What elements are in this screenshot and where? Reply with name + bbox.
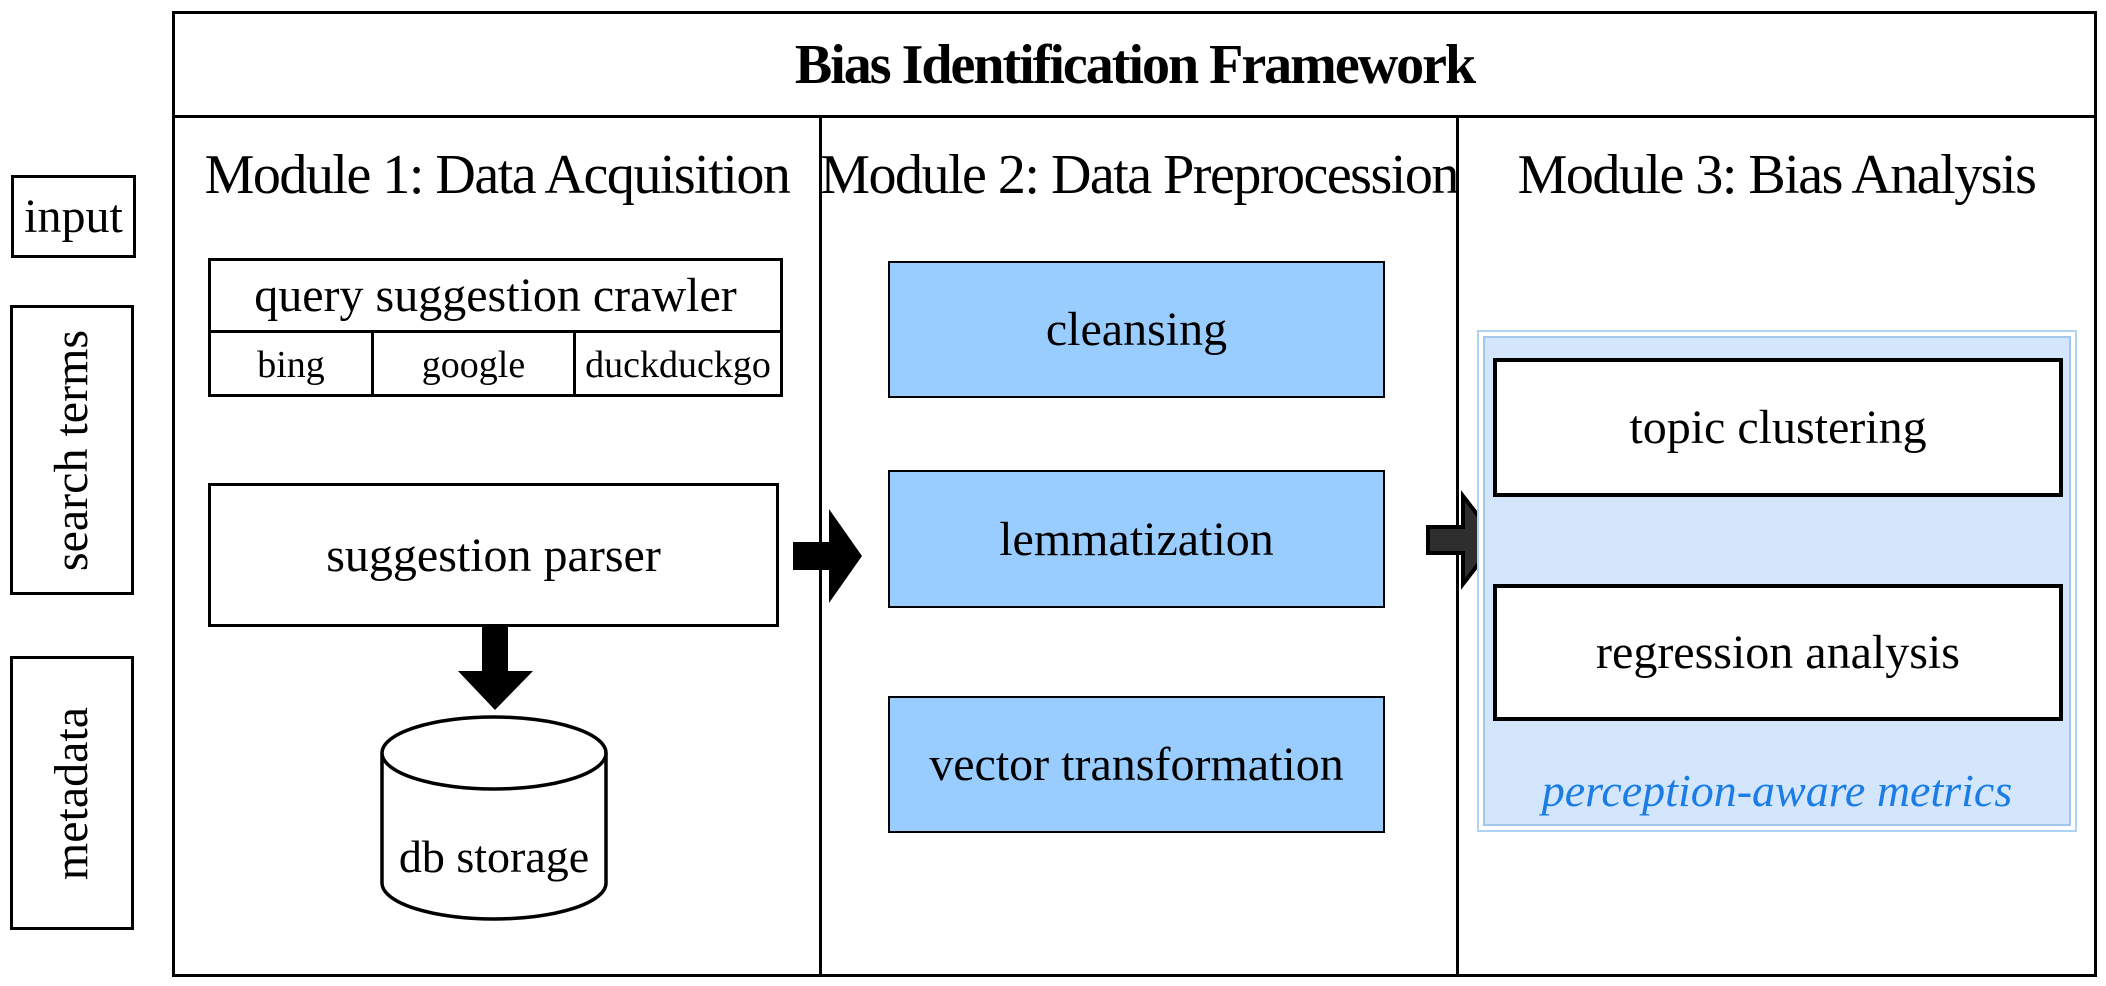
engine-row: bing google duckduckgo bbox=[211, 333, 780, 397]
module-1-header: Module 1: Data Acquisition bbox=[204, 144, 791, 206]
engine-cell-google: google bbox=[371, 333, 573, 397]
query-suggestion-crawler-table: query suggestion crawler bing google duc… bbox=[208, 258, 783, 397]
search-terms-label: search terms bbox=[45, 329, 99, 571]
module-divider-1 bbox=[819, 118, 822, 974]
module-divider-2 bbox=[1456, 118, 1459, 974]
regression-analysis-box: regression analysis bbox=[1493, 584, 2063, 721]
module-3-header: Module 3: Bias Analysis bbox=[1517, 144, 2037, 206]
module-2-header: Module 2: Data Preprocession bbox=[820, 144, 1459, 206]
db-storage-label: db storage bbox=[398, 831, 590, 882]
lemmatization-box: lemmatization bbox=[888, 470, 1385, 608]
engine-cell-bing: bing bbox=[257, 344, 325, 386]
perception-metrics-note: perception-aware metrics bbox=[1541, 764, 2013, 816]
vector-transformation-box: vector transformation bbox=[888, 696, 1385, 833]
search-terms-box: search terms bbox=[10, 305, 134, 595]
metadata-box: metadata bbox=[10, 656, 134, 930]
suggestion-parser-box: suggestion parser bbox=[208, 483, 779, 627]
engine-cell-duckduckgo: duckduckgo bbox=[573, 333, 780, 397]
input-label: input bbox=[24, 190, 123, 243]
topic-clustering-box: topic clustering bbox=[1493, 358, 2063, 497]
crawler-header-cell: query suggestion crawler bbox=[211, 261, 780, 333]
metadata-label: metadata bbox=[45, 706, 99, 880]
input-label-box: input bbox=[11, 175, 136, 258]
cleansing-box: cleansing bbox=[888, 261, 1385, 398]
framework-title: Bias Identification Framework bbox=[175, 14, 2094, 118]
framework-frame bbox=[172, 11, 2097, 977]
